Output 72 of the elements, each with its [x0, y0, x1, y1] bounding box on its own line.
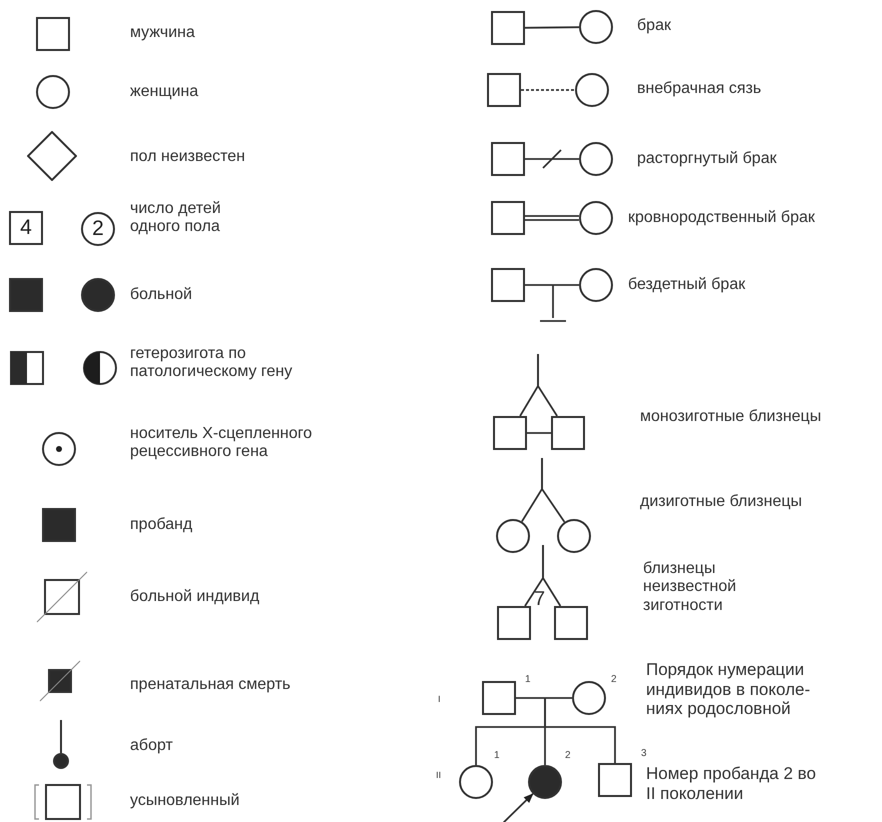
symbol-description: пренатальная смерть [130, 676, 291, 694]
male-symbol [486, 72, 522, 108]
affected-male-symbol [8, 277, 44, 313]
female-symbol [556, 518, 592, 554]
symbol-description: дизиготные близнецы [640, 493, 802, 512]
symbol-description: носитель X-сцепленного рецессивного гена [130, 425, 314, 462]
heterozygote-male-symbol [9, 350, 45, 386]
symbol-description: мужчина [130, 24, 195, 42]
symbol-description: больной [130, 286, 192, 304]
female-symbol [578, 267, 614, 303]
female-symbol [495, 518, 531, 554]
marriage-line [525, 284, 579, 286]
male-symbol [490, 267, 526, 303]
generation-numeral: I [438, 694, 441, 704]
symbol-description: расторгнутый брак [637, 150, 777, 168]
descent-line [544, 698, 616, 763]
twin-line [542, 545, 562, 606]
symbol-description: усыновленный [130, 792, 240, 810]
symbol-description: женщина [130, 83, 198, 102]
adopted-symbol [33, 783, 93, 821]
individual-number: 2 [565, 750, 571, 761]
marriage-line [525, 158, 579, 160]
marriage-line [521, 89, 575, 91]
symbol-description: аборт [130, 737, 173, 756]
symbol-description: монозиготные близнецы [640, 408, 822, 426]
female-count-symbol: 2 [80, 211, 116, 247]
proband-symbol [41, 507, 77, 543]
twin-line [537, 354, 558, 416]
symbol-description: больной индивид [130, 588, 260, 606]
symbol-description: бездетный брак [628, 276, 746, 294]
individual-number: 1 [494, 750, 500, 761]
symbol-description: кровнородственный брак [628, 209, 815, 228]
symbol-description: брак [637, 17, 671, 36]
symbol-description: гетерозигота по патологическому гену [130, 345, 294, 382]
male-symbol [490, 141, 526, 177]
symbol-description: Номер пробанда 2 во II поколении [646, 764, 817, 804]
twin-line [541, 458, 566, 522]
symbol-description: Порядок нумерации индивидов в поколе- ниях родословной [646, 660, 812, 719]
generation-numeral: II [436, 770, 442, 780]
marriage-line [525, 26, 579, 29]
male-symbol [490, 200, 526, 236]
male-symbol [492, 415, 528, 451]
prenatal-death-symbol [39, 660, 81, 702]
symbol-description: внебрачная сязь [637, 80, 762, 98]
marriage-line [524, 215, 580, 221]
male-symbol [490, 10, 526, 46]
zygosity-mark: 7 [534, 588, 546, 611]
female-symbol [578, 141, 614, 177]
female-symbol [578, 200, 614, 236]
individual-number: 1 [525, 674, 531, 685]
male-symbol [496, 605, 532, 641]
unknown-sex-symbol [27, 131, 77, 181]
twin-bar [527, 432, 551, 434]
carrier-symbol [41, 431, 77, 467]
symbol-description: пол неизвестен [130, 148, 246, 166]
affected-individual-symbol [36, 571, 88, 623]
heterozygote-female-symbol [82, 350, 118, 386]
male-count-symbol: 4 [8, 210, 44, 246]
male-symbol [550, 415, 586, 451]
symbol-description: число детей одного пола [130, 200, 222, 237]
marriage-line [516, 697, 572, 699]
abortion-symbol [51, 720, 71, 770]
individual-number: 3 [641, 748, 647, 759]
symbol-description: пробанд [130, 516, 192, 534]
female-symbol [574, 72, 610, 108]
female-symbol [578, 9, 614, 45]
symbol-description: близнецы неизвестной зиготности [643, 560, 738, 616]
affected-female-symbol [80, 277, 116, 313]
female-symbol [35, 74, 71, 110]
male-symbol [35, 16, 71, 52]
individual-number: 2 [611, 674, 617, 685]
male-symbol [553, 605, 589, 641]
